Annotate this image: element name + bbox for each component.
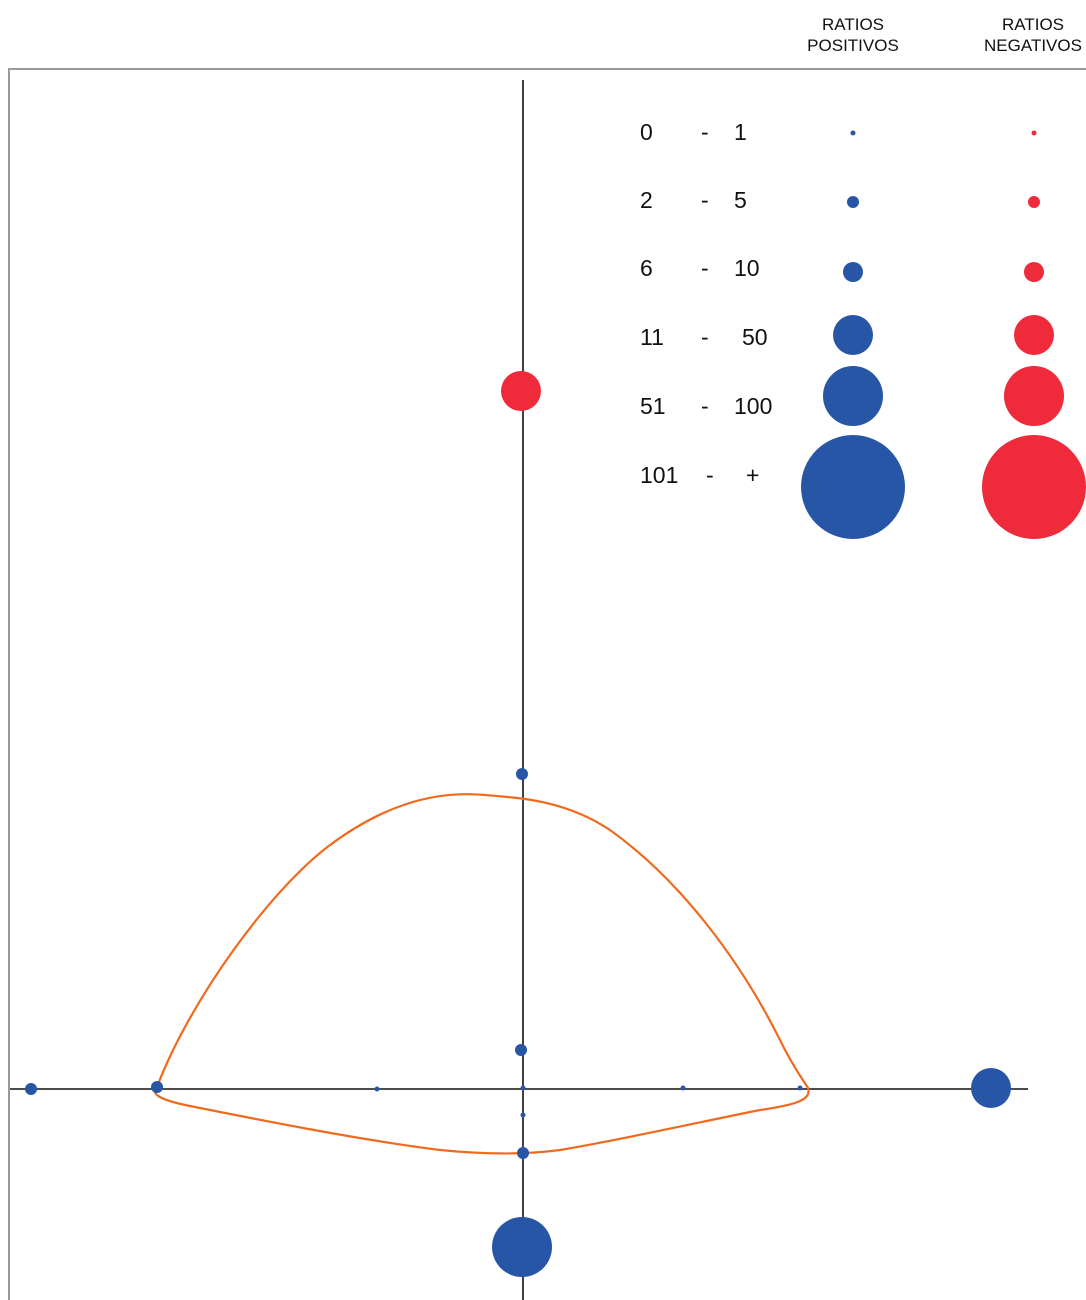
legend-negative-dot-101-plus — [982, 435, 1086, 539]
legend-positive-dot-11-50 — [833, 315, 873, 355]
range-high: 5 — [734, 187, 747, 213]
point-positive-far-left — [25, 1083, 37, 1095]
range-separator: - — [701, 119, 709, 145]
range-high: 10 — [734, 255, 760, 281]
point-positive-origin — [520, 1085, 526, 1091]
cluster-outline — [153, 793, 810, 1155]
range-high: 1 — [734, 119, 747, 145]
legend-positive-dot-6-10 — [843, 262, 863, 282]
legend-header-negative: RATIOS NEGATIVOS — [973, 14, 1086, 56]
point-positive-below-origin — [520, 1112, 526, 1118]
range-low: 51 — [640, 393, 666, 419]
point-negative-top — [501, 371, 541, 411]
legend-header-positive-line2: POSITIVOS — [807, 36, 899, 55]
range-high: 50 — [742, 324, 768, 350]
point-positive-near-center — [515, 1044, 527, 1056]
legend-range-11-50: 11 - 50 — [640, 324, 800, 354]
legend-positive-dot-0-1 — [850, 130, 856, 136]
legend-header-negative-line2: NEGATIVOS — [984, 36, 1082, 55]
range-low: 0 — [640, 119, 653, 145]
legend-header-positive: RATIOS POSITIVOS — [793, 14, 913, 56]
point-positive-bottom — [492, 1217, 552, 1277]
range-high: 100 — [734, 393, 773, 419]
legend-negative-dot-2-5 — [1028, 196, 1040, 208]
legend-range-6-10: 6 - 10 — [640, 255, 800, 285]
point-positive-right-mid — [680, 1085, 686, 1091]
point-positive-left-mid — [374, 1086, 380, 1092]
legend-positive-dot-51-100 — [823, 366, 883, 426]
point-positive-right — [797, 1085, 803, 1091]
legend-positive-dot-101-plus — [801, 435, 905, 539]
legend-negative-dot-51-100 — [1004, 366, 1064, 426]
legend-range-0-1: 0 - 1 — [640, 119, 800, 149]
range-separator: - — [701, 324, 709, 350]
range-high: + — [746, 462, 760, 488]
range-low: 101 — [640, 462, 679, 488]
legend-header-negative-line1: RATIOS — [1001, 15, 1065, 34]
range-low: 2 — [640, 187, 653, 213]
legend-range-101-plus: 101 - + — [640, 462, 800, 492]
range-separator: - — [701, 187, 709, 213]
range-separator: - — [701, 393, 709, 419]
legend-positive-dot-2-5 — [847, 196, 859, 208]
legend-range-51-100: 51 - 100 — [640, 393, 800, 423]
range-low: 11 — [640, 324, 664, 350]
point-positive-lower-axis — [517, 1147, 529, 1159]
range-separator: - — [701, 255, 709, 281]
range-separator: - — [706, 462, 714, 488]
legend-range-2-5: 2 - 5 — [640, 187, 800, 217]
point-positive-far-right — [971, 1068, 1011, 1108]
point-positive-left — [151, 1081, 163, 1093]
legend-header-positive-line1: RATIOS — [821, 15, 885, 34]
legend-negative-dot-11-50 — [1014, 315, 1054, 355]
range-low: 6 — [640, 255, 653, 281]
legend-negative-dot-6-10 — [1024, 262, 1044, 282]
point-positive-upper-axis — [516, 768, 528, 780]
legend-negative-dot-0-1 — [1031, 130, 1037, 136]
